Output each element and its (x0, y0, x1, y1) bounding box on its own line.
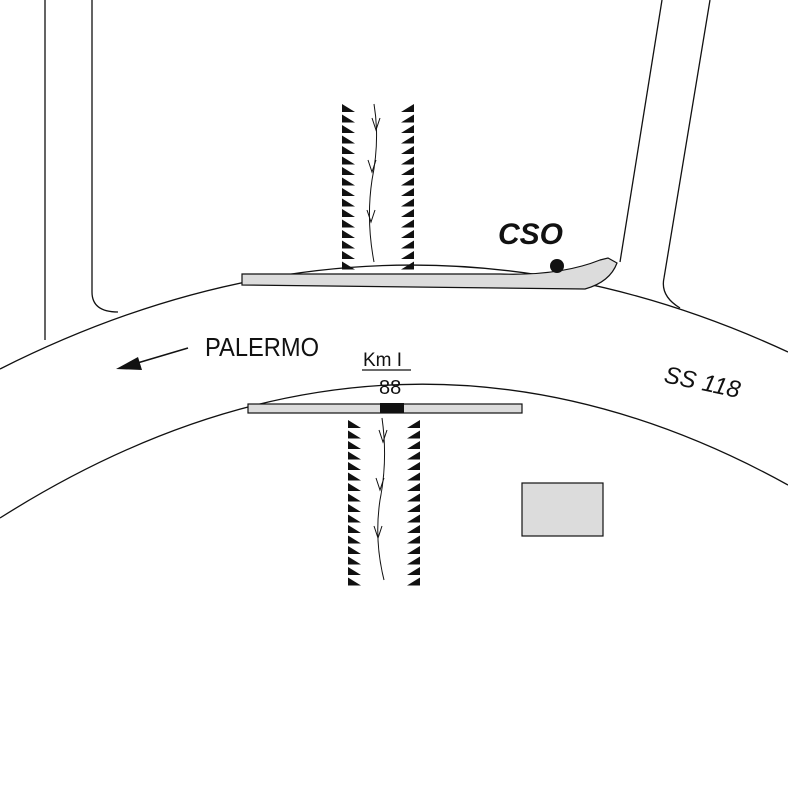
embankment-tick (342, 167, 355, 175)
upper-stream-line (368, 103, 378, 263)
embankment-tick (401, 146, 414, 154)
embankment-tick (401, 125, 414, 133)
lower-stream-line (377, 417, 386, 581)
main-road (0, 264, 788, 519)
embankment-tick (407, 493, 420, 502)
embankment-tick (407, 535, 420, 544)
km-label: Km I (363, 350, 402, 371)
direction-arrow-icon (116, 347, 189, 370)
upper-stream-arrow-1 (371, 117, 381, 132)
embankment-tick (407, 556, 420, 565)
embankment-tick (342, 104, 355, 112)
right-road-right-edge (662, 0, 711, 309)
building (521, 482, 604, 537)
lower-left-embankment (348, 420, 361, 586)
embankment-tick (401, 104, 414, 112)
lower-stream (348, 417, 420, 586)
embankment-tick (407, 441, 420, 449)
embankment-tick (348, 441, 361, 449)
upper-bridge (241, 257, 618, 290)
upper-right-embankment (401, 104, 414, 270)
embankment-tick (342, 240, 355, 249)
road-name-label: SS 118 (662, 361, 744, 404)
right-road-left-edge (619, 0, 663, 263)
embankment-tick (342, 230, 355, 238)
embankment-tick (401, 167, 414, 175)
upper-stream-arrow-3 (366, 209, 376, 224)
embankment-tick (401, 156, 414, 165)
embankment-tick (401, 240, 414, 249)
lower-stream-arrow-1 (378, 429, 388, 444)
embankment-tick (342, 125, 355, 133)
embankment-tick (342, 261, 355, 270)
embankment-tick (407, 472, 420, 481)
embankment-tick (342, 177, 355, 186)
embankment-tick (348, 504, 361, 512)
embankment-tick (401, 209, 414, 217)
station-marker-icon (550, 259, 564, 273)
upper-stream-arrow-2 (367, 159, 377, 174)
embankment-tick (401, 230, 414, 238)
embankment-tick (342, 198, 355, 207)
embankment-tick (407, 430, 420, 439)
embankment-tick (401, 198, 414, 207)
lower-right-embankment (407, 420, 420, 586)
embankment-tick (348, 577, 361, 586)
embankment-tick (348, 546, 361, 554)
embankment-tick (401, 219, 414, 228)
station-label: CSO (498, 218, 563, 251)
embankment-tick (342, 209, 355, 217)
embankment-tick (342, 146, 355, 154)
km-value: 88 (379, 377, 401, 399)
lower-stream-arrow-2 (375, 477, 385, 492)
embankment-tick (401, 177, 414, 186)
embankment-tick (407, 525, 420, 533)
embankment-tick (348, 535, 361, 544)
embankment-tick (348, 514, 361, 523)
embankment-tick (348, 451, 361, 460)
embankment-tick (342, 251, 355, 259)
embankment-tick (401, 251, 414, 259)
embankment-tick (407, 546, 420, 554)
left-road-inner-edge (91, 0, 119, 313)
embankment-tick (407, 577, 420, 586)
embankment-tick (342, 188, 355, 196)
main-road-upper-edge (0, 264, 788, 370)
embankment-tick (342, 135, 355, 144)
embankment-tick (407, 451, 420, 460)
embankment-tick (407, 504, 420, 512)
embankment-tick (407, 567, 420, 575)
embankment-tick (407, 420, 420, 428)
embankment-tick (342, 219, 355, 228)
embankment-tick (342, 114, 355, 123)
embankment-tick (401, 261, 414, 270)
embankment-tick (348, 472, 361, 481)
embankment-tick (348, 483, 361, 491)
embankment-tick (407, 514, 420, 523)
main-road-lower-edge (0, 383, 788, 519)
embankment-tick (401, 114, 414, 123)
km-marker (380, 403, 404, 413)
embankment-tick (348, 556, 361, 565)
embankment-tick (401, 188, 414, 196)
embankment-tick (407, 462, 420, 470)
embankment-tick (407, 483, 420, 491)
lower-stream-arrow-3 (373, 525, 383, 540)
embankment-tick (348, 567, 361, 575)
upper-stream (342, 103, 414, 270)
embankment-tick (348, 430, 361, 439)
minor-roads (44, 0, 711, 340)
direction-label: PALERMO (205, 332, 319, 362)
embankment-tick (348, 462, 361, 470)
embankment-tick (401, 135, 414, 144)
embankment-tick (342, 156, 355, 165)
embankment-tick (348, 493, 361, 502)
embankment-tick (348, 525, 361, 533)
embankment-tick (348, 420, 361, 428)
upper-left-embankment (342, 104, 355, 270)
